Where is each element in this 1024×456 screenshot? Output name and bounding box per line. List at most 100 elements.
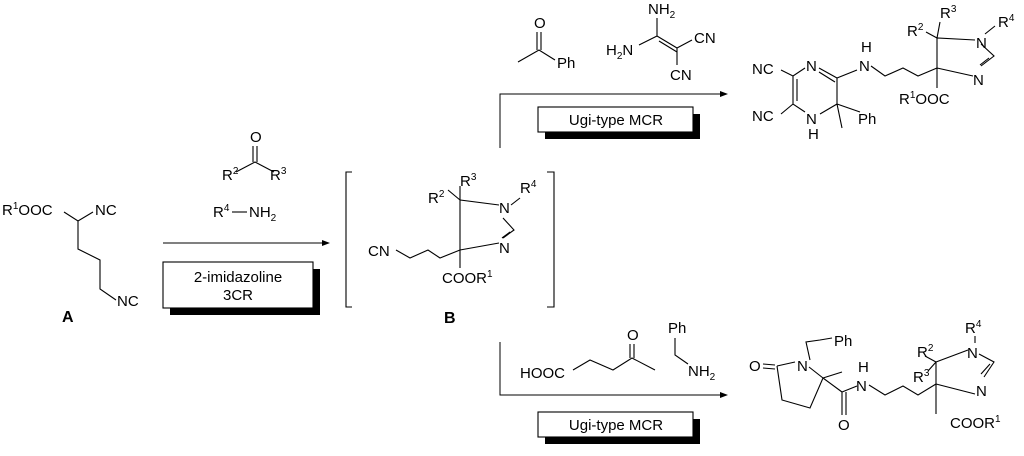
diamine-bonds [638,18,693,65]
pb-r4: R4 [965,319,982,337]
step1-box-line2: 3CR [223,287,253,304]
pt-n1: N [976,35,987,52]
b-r3: R3 [460,172,477,190]
pb-lactam-n: N [797,358,808,375]
compound-a-label: A [62,309,74,326]
pb-pyrrolidine-ring [776,365,824,409]
b-ring-cn [501,217,515,239]
levulinic-acid-o: O [627,327,639,344]
pb-imidazoline-cn [978,353,995,378]
pb-substituent-bonds [924,336,976,372]
pb-n1: N [967,345,978,362]
acetophenone-co [536,32,542,50]
a-isocyanide-1: NC [95,202,117,219]
step1-condition-box: 2-imidazoline 3CR [162,261,320,315]
diamine-h2n: H2N [606,42,633,62]
pb-lactam-o: O [749,358,761,375]
pt-imidazoline-bonds [936,37,976,88]
b-ring-bonds [459,199,500,251]
b-r2: R2 [428,189,445,207]
benzylamine-bonds [674,338,689,365]
pt-link-h: H [861,39,872,56]
branch-top [499,91,728,148]
pt-r2: R2 [907,22,924,40]
b-cn: CN [368,243,390,260]
top-reagents: O Ph NH2 H2N CN CN [517,1,716,84]
pt-ring-bonds-right [818,67,861,129]
top-ugi-box: Ugi-type MCR [537,106,700,139]
ketone-double-bond [252,146,258,162]
step1-arrow [163,240,330,246]
product-top: NC NC N N H Ph H N R3 R2 R4 N N R1OOC [752,4,1015,143]
pt-nh-ring-h: H [808,126,819,143]
pb-r2: R2 [917,343,934,361]
a-chain [77,221,117,301]
acetophenone-bonds [517,49,556,63]
ketone-r2: R2 [222,166,239,184]
bottom-reagents: HOOC O Ph NH2 [520,320,716,383]
pt-ester: R1OOC [899,90,950,108]
pt-nc2: NC [752,108,774,125]
pt-nh-bond [836,69,858,79]
pt-r4: R4 [998,13,1015,31]
b-n2: N [499,240,510,257]
benzylamine-nh2: NH2 [688,363,716,383]
ketone-r3: R3 [270,166,287,184]
pb-coor: COOR1 [950,414,1001,432]
ketone-bonds [235,161,275,173]
amine-nh2: NH2 [249,204,277,224]
pb-nh-h: H [858,359,869,376]
step1-reagents: O R2 R3 R4 NH2 [213,129,287,224]
b-n1: N [499,200,510,217]
right-bracket [547,171,555,308]
b-substituent-bonds [447,186,461,201]
b-n-r4-bond [510,197,521,206]
pb-lactam-bonds [762,337,833,370]
ketone-oxygen: O [250,129,262,146]
a-bond [63,211,94,222]
left-bracket [345,171,352,308]
b-r4: R4 [520,179,537,197]
step1-box-line1: 2-imidazoline [194,269,282,286]
pb-ph: Ph [834,333,852,350]
acetophenone-ph: Ph [557,55,575,72]
diamine-nh2-top: NH2 [648,1,676,21]
pt-nc1: NC [752,61,774,78]
pb-amide-o: O [838,417,850,434]
pt-imidazoline-cn [979,43,995,67]
pb-amide-bonds [822,371,858,415]
product-bottom: O N Ph O H N R4 R2 R3 N N COOR1 [749,319,1001,434]
b-coor: COOR1 [442,269,493,287]
levulinic-acid-chain [572,357,656,371]
a-isocyanide-2: NC [117,293,139,310]
bottom-ugi-box: Ugi-type MCR [537,411,700,444]
pt-n-ring: N [806,58,817,75]
diamine-cn2: CN [670,67,692,84]
compound-a: R1OOC NC NC A [2,201,139,326]
pb-chain [868,383,937,396]
acetophenone-o: O [534,15,546,32]
pt-ph: Ph [858,111,876,128]
pb-n2: N [976,383,987,400]
pt-substituent-bonds [925,21,996,39]
b-chain [395,249,461,259]
pt-left-ring-bonds [780,67,806,115]
bottom-ugi-label: Ugi-type MCR [569,417,663,434]
a-ester-group: R1OOC [2,201,53,219]
levulinic-acid-hooc: HOOC [520,365,565,382]
diamine-cn1: CN [694,30,716,47]
top-ugi-label: Ugi-type MCR [569,112,663,129]
pt-chain [870,65,938,77]
pt-n2: N [973,72,984,89]
benzylamine-ph: Ph [668,320,686,337]
compound-b: CN R3 R2 R4 N N COOR1 B [345,171,555,327]
pt-r3: R3 [940,4,957,22]
pt-link-n: N [859,58,870,75]
amine-reagent: R4 [213,203,230,221]
pt-nh-ring: N [806,111,817,128]
levulinic-acid-co [629,344,635,358]
pb-nh-n: N [856,378,867,395]
compound-b-label: B [444,310,456,327]
branch-bottom [499,342,728,398]
